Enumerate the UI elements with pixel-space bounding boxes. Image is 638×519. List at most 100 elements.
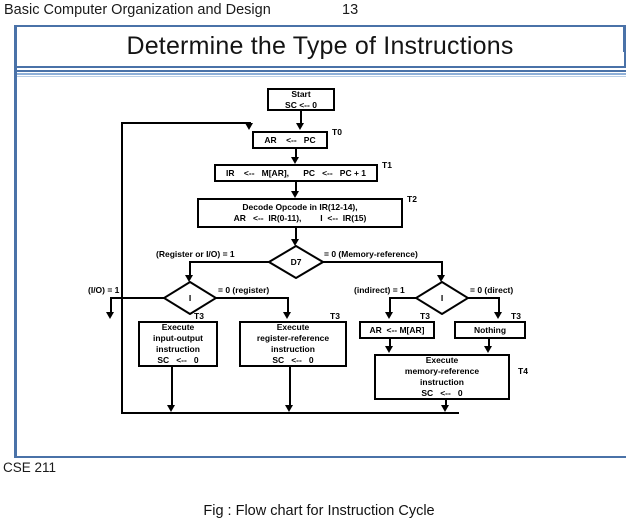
edge-armar-to-execmem — [389, 339, 391, 348]
arrowhead-d7-right — [437, 275, 445, 282]
arrowhead-execio-to-loop — [167, 405, 175, 412]
node-decode-line2: AR <-- IR(0-11), I <-- IR(15) — [233, 213, 367, 223]
node-start-line2: SC <-- 0 — [285, 99, 317, 110]
edge-d7-left — [189, 261, 269, 263]
node-execute-memory-line2: memory-reference — [404, 366, 480, 377]
node-execute-io: Execute input-output instruction SC <-- … — [138, 321, 218, 367]
footer-course-code: CSE 211 — [3, 460, 57, 475]
edge-ileft-no-drop — [287, 297, 289, 314]
arrowhead-start-to-arpc — [296, 123, 304, 130]
node-ar-pc-line1: AR <-- PC — [264, 134, 316, 145]
node-ar-pc: AR <-- PC — [252, 131, 328, 149]
edge-arpc-to-ir — [295, 149, 297, 159]
branch-label-i-left-yes: (I/O) = 1 — [88, 285, 120, 295]
figure-caption: Fig : Flow chart for Instruction Cycle — [203, 503, 435, 519]
node-start: Start SC <-- 0 — [267, 88, 335, 111]
edge-execio-to-loop — [171, 367, 173, 407]
arrowhead-arpc-to-ir — [291, 157, 299, 164]
node-start-line1: Start — [291, 88, 311, 99]
edge-decode-to-d7 — [295, 228, 297, 241]
node-execute-memory-line3: instruction — [420, 377, 464, 387]
timing-label-t0: T0 — [332, 127, 342, 137]
node-execute-register-line1: Execute — [276, 322, 310, 333]
edge-execmem-to-loop — [445, 400, 447, 407]
edge-iright-yes-drop — [389, 297, 391, 314]
arrowhead-iright-yes — [385, 312, 393, 319]
branch-label-d7-left: (Register or I/O) = 1 — [156, 249, 235, 259]
timing-label-t3-io: T3 — [194, 311, 204, 321]
decision-d7: D7 — [268, 245, 324, 279]
slide-right-accent-bar — [623, 25, 626, 52]
title-divider-secondary — [14, 73, 626, 75]
arrowhead-iright-no — [494, 312, 502, 319]
instruction-cycle-flowchart: Start SC <-- 0 AR <-- PC T0 IR <-- M[AR]… — [0, 78, 638, 519]
node-nothing: Nothing — [454, 321, 526, 339]
edge-feedback-left-rail — [121, 122, 123, 414]
edge-iright-yes — [389, 297, 417, 299]
edge-ir-to-decode — [295, 182, 297, 192]
edge-feedback-top — [121, 122, 251, 124]
node-ar-mar: AR <-- M[AR] — [359, 321, 435, 339]
decision-i-right: I — [415, 281, 469, 315]
arrowhead-execmem-to-loop — [441, 405, 449, 412]
node-ir-fetch-line1: IR <-- M[AR], PC <-- PC + 1 — [225, 167, 367, 178]
arrowhead-ir-to-decode — [291, 191, 299, 198]
slide-header: Basic Computer Organization and Design 1… — [4, 2, 634, 22]
timing-label-t1: T1 — [382, 160, 392, 170]
node-execute-register-line2: register-reference — [256, 333, 330, 344]
edge-d7-right — [323, 261, 443, 263]
node-execute-io-line2: input-output — [152, 333, 204, 344]
node-decode: Decode Opcode in IR(12-14), AR <-- IR(0-… — [197, 198, 403, 228]
arrowhead-execreg-to-loop — [285, 405, 293, 412]
slide-left-accent-bar — [14, 25, 17, 458]
branch-label-d7-right: = 0 (Memory-reference) — [324, 249, 418, 259]
footer-divider — [14, 456, 626, 458]
edge-feedback-drop — [249, 123, 251, 126]
timing-label-t3-register: T3 — [330, 311, 340, 321]
title-divider-primary — [14, 70, 626, 72]
edge-nothing-to-execmem — [488, 339, 490, 348]
arrowhead-nothing-to-execmem — [484, 346, 492, 353]
header-slide-number: 13 — [342, 2, 359, 18]
node-execute-memory-line4: SC <-- 0 — [421, 387, 463, 398]
decision-i-left: I — [163, 281, 217, 315]
node-execute-memory-line1: Execute — [425, 355, 459, 366]
header-section-title: Basic Computer Organization and Design — [4, 2, 271, 18]
edge-iright-no-drop — [498, 297, 500, 314]
branch-label-i-right-yes: (indirect) = 1 — [354, 285, 405, 295]
arrowhead-armar-to-execmem — [385, 346, 393, 353]
node-execute-io-line3: instruction — [156, 344, 200, 354]
node-execute-io-line4: SC <-- 0 — [157, 354, 199, 365]
arrowhead-ileft-yes — [106, 312, 114, 319]
arrowhead-ileft-no — [283, 312, 291, 319]
edge-iright-no — [468, 297, 500, 299]
arrowhead-decode-to-d7 — [291, 239, 299, 246]
node-execute-register-line4: SC <-- 0 — [272, 354, 314, 365]
timing-label-t3-nothing: T3 — [511, 311, 521, 321]
node-ir-fetch: IR <-- M[AR], PC <-- PC + 1 — [214, 164, 378, 182]
timing-label-t4: T4 — [518, 366, 528, 376]
timing-label-t3-ar-mar: T3 — [420, 311, 430, 321]
node-ar-mar-line1: AR <-- M[AR] — [369, 324, 425, 335]
edge-start-to-arpc — [300, 111, 302, 124]
edge-execreg-to-loop — [289, 367, 291, 407]
branch-label-i-left-no: = 0 (register) — [218, 285, 270, 295]
node-nothing-line1: Nothing — [473, 324, 507, 335]
node-execute-register-line3: instruction — [271, 344, 315, 354]
node-execute-register: Execute register-reference instruction S… — [239, 321, 347, 367]
slide-title-box: Determine the Type of Instructions — [14, 25, 626, 68]
node-execute-io-line1: Execute — [161, 322, 195, 333]
edge-d7-right-drop — [441, 261, 443, 277]
node-decode-line1: Decode Opcode in IR(12-14), — [242, 202, 358, 213]
decision-i-left-label: I — [188, 293, 192, 303]
arrowhead-d7-left — [185, 275, 193, 282]
edge-ileft-no — [216, 297, 289, 299]
edge-ileft-yes-drop — [110, 297, 112, 314]
page-title: Determine the Type of Instructions — [126, 32, 514, 60]
decision-i-right-label: I — [440, 293, 444, 303]
title-divider-tertiary — [14, 76, 626, 77]
branch-label-i-right-no: = 0 (direct) — [470, 285, 514, 295]
timing-label-t2: T2 — [407, 194, 417, 204]
node-execute-memory: Execute memory-reference instruction SC … — [374, 354, 510, 400]
arrowhead-feedback-to-arpc — [245, 123, 253, 130]
